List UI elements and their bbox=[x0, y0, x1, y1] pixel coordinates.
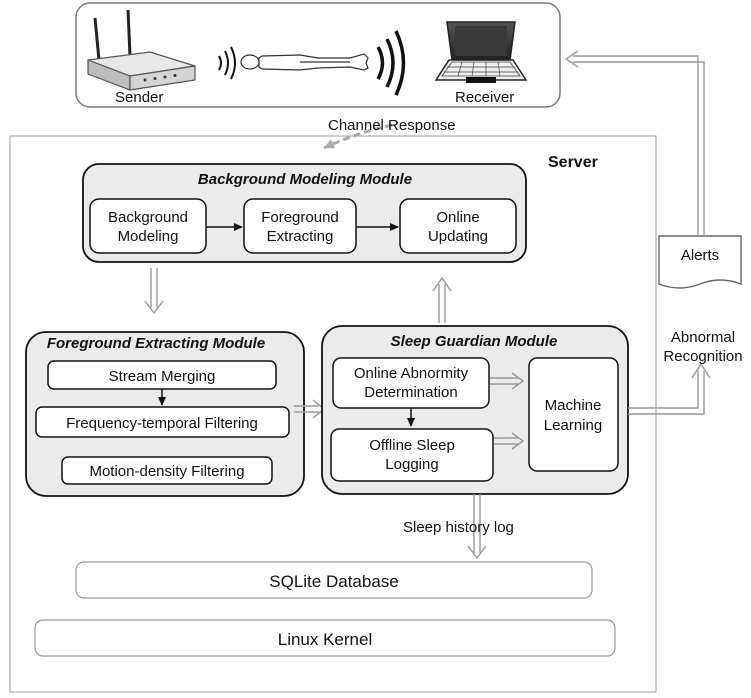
abnormal-recognition-line2: Recognition bbox=[663, 348, 742, 365]
alerts-label: Alerts bbox=[681, 247, 719, 264]
sqlite-database-label: SQLite Database bbox=[269, 572, 398, 591]
laptop-icon bbox=[434, 21, 528, 83]
signal-waves-large-icon bbox=[376, 30, 406, 96]
arrow-alerts-to-receiver bbox=[564, 50, 705, 236]
sleep-history-log-label: Sleep history log bbox=[403, 519, 514, 536]
frequency-temporal-filtering-box bbox=[35, 406, 290, 438]
offline-sleep-logging-box bbox=[330, 428, 494, 482]
offline-sleep-logging-line1: Offline Sleep bbox=[369, 437, 455, 454]
online-abnormity-line2: Determination bbox=[364, 384, 457, 401]
machine-learning-line1: Machine bbox=[545, 397, 602, 414]
background-modeling-box bbox=[89, 198, 207, 254]
background-module-title: Background Modeling Module bbox=[198, 171, 412, 188]
foreground-extracting-line2: Extracting bbox=[267, 228, 334, 245]
signal-waves-small-icon bbox=[218, 46, 236, 80]
arrow-online-to-machine-learning bbox=[490, 372, 525, 390]
alert-feedback-path bbox=[628, 362, 711, 415]
sleeping-person-icon bbox=[240, 53, 369, 71]
linux-kernel-layer bbox=[34, 619, 616, 657]
background-modeling-line2: Modeling bbox=[118, 228, 179, 245]
foreground-module-title: Foreground Extracting Module bbox=[47, 335, 265, 352]
channel-response-label: Channel Response bbox=[328, 117, 456, 134]
wireless-environment-panel bbox=[75, 2, 561, 108]
sqlite-database-layer bbox=[75, 561, 593, 599]
sender-label: Sender bbox=[115, 89, 163, 106]
online-updating-line2: Updating bbox=[428, 228, 488, 245]
arrow-offline-to-machine-learning bbox=[494, 432, 525, 450]
arrow-background-to-foreground-module bbox=[144, 268, 164, 315]
linux-kernel-label: Linux Kernel bbox=[278, 630, 373, 649]
online-updating-line1: Online bbox=[436, 209, 479, 226]
stream-merging-label: Stream Merging bbox=[109, 368, 216, 385]
sleep-guardian-title: Sleep Guardian Module bbox=[391, 333, 558, 350]
foreground-extracting-box bbox=[243, 198, 357, 254]
abnormal-recognition-line1: Abnormal bbox=[671, 329, 735, 346]
alerts-document-icon bbox=[658, 235, 742, 289]
background-modeling-line1: Background bbox=[108, 209, 188, 226]
arrow-sleep-history-log bbox=[467, 494, 487, 560]
foreground-extracting-line1: Foreground bbox=[261, 209, 339, 226]
receiver-label: Receiver bbox=[455, 89, 514, 106]
online-updating-box bbox=[399, 198, 517, 254]
machine-learning-box bbox=[528, 357, 619, 472]
server-label: Server bbox=[548, 154, 598, 171]
router-icon bbox=[87, 9, 196, 91]
motion-density-filtering-label: Motion-density Filtering bbox=[89, 463, 244, 480]
online-abnormity-line1: Online Abnormity bbox=[354, 365, 469, 382]
arrow-sleep-to-background-module bbox=[432, 276, 452, 323]
frequency-temporal-filtering-label: Frequency-temporal Filtering bbox=[66, 415, 258, 432]
motion-density-filtering-box bbox=[61, 456, 273, 485]
channel-response-arrow bbox=[323, 123, 393, 150]
offline-sleep-logging-line2: Logging bbox=[385, 456, 438, 473]
machine-learning-line2: Learning bbox=[544, 417, 602, 434]
